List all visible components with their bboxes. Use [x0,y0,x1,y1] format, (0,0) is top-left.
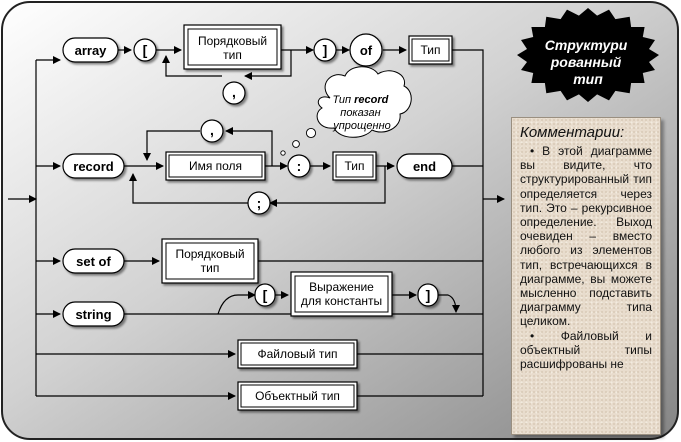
record-end-text: end [413,159,436,174]
thought-bubble-line3: упрощенно [332,120,391,132]
thought-bubble: Тип record показан упрощенно [280,66,412,156]
array-index-box-line2: тип [223,48,242,62]
thought-bubble-line1: Тип record [333,94,389,106]
thought-bubble-line2: показан [340,107,380,119]
record-type-box: Тип [332,151,377,181]
array-comma-text: , [232,84,236,100]
array-index-box-line1: Порядковый [198,34,267,48]
record-comma: , [200,119,224,143]
record-colon-text: : [297,158,302,174]
array-comma: , [222,81,246,105]
array-of-text: of [360,43,373,58]
object-type-box: Объектный тип [237,381,358,411]
badge-text: Структури рованный тип [545,37,632,87]
file-type-box: Файловый тип [237,339,358,369]
record-keyword-pill: record [62,153,125,179]
set-of-keyword-text: set of [76,254,111,269]
record-comma-text: , [210,122,214,138]
array-close-bracket-text: ] [323,42,328,58]
comment-panel: Комментарии: • В этой диаграмме вы видит… [511,117,661,435]
array-keyword-text: array [75,43,108,58]
record-end-keyword: end [396,153,453,179]
object-type-box-text: Объектный тип [255,389,340,403]
array-type-box: Тип [408,35,453,65]
file-type-box-text: Файловый тип [257,347,337,361]
string-const-box-line2: для константы [301,294,382,308]
string-keyword-pill: string [62,301,125,327]
connector-lines [8,46,505,400]
string-keyword-text: string [75,307,111,322]
array-type-box-text: Тип [420,43,440,57]
record-colon: : [287,154,311,178]
string-close-bracket: ] [417,283,439,307]
array-open-bracket: [ [133,38,157,62]
set-type-box-line2: тип [201,261,220,275]
array-close-bracket: ] [313,38,337,62]
record-type-box-text: Тип [344,159,364,173]
record-keyword-text: record [73,159,114,174]
comment-paragraph-1: • В этой диаграмме вы видите, что структ… [520,144,652,329]
badge-line3: тип [573,71,603,87]
badge-line1: Структури [545,37,628,53]
array-open-bracket-text: [ [143,42,148,58]
set-of-keyword-pill: set of [62,248,125,274]
record-field-box: Имя поля [165,151,266,181]
comment-paragraph-2: • Файловый и объектный типы расшифрованы… [520,328,652,372]
string-open-bracket-text: [ [263,287,268,303]
set-type-box-line1: Порядковый [175,247,244,261]
array-of-keyword: of [349,33,383,67]
structured-type-badge: Структури рованный тип [517,8,659,102]
thought-bubble-text: Тип record показан упрощенно [332,94,391,132]
array-keyword-pill: array [62,37,119,63]
record-field-box-text: Имя поля [189,159,242,173]
record-semicolon: ; [247,191,271,215]
record-semicolon-text: ; [257,195,262,211]
badge-line2: рованный [550,54,622,70]
string-open-bracket: [ [254,283,276,307]
string-const-box-line1: Выражение [309,280,374,294]
string-close-bracket-text: ] [426,287,431,303]
comment-title: Комментарии: [520,124,625,141]
